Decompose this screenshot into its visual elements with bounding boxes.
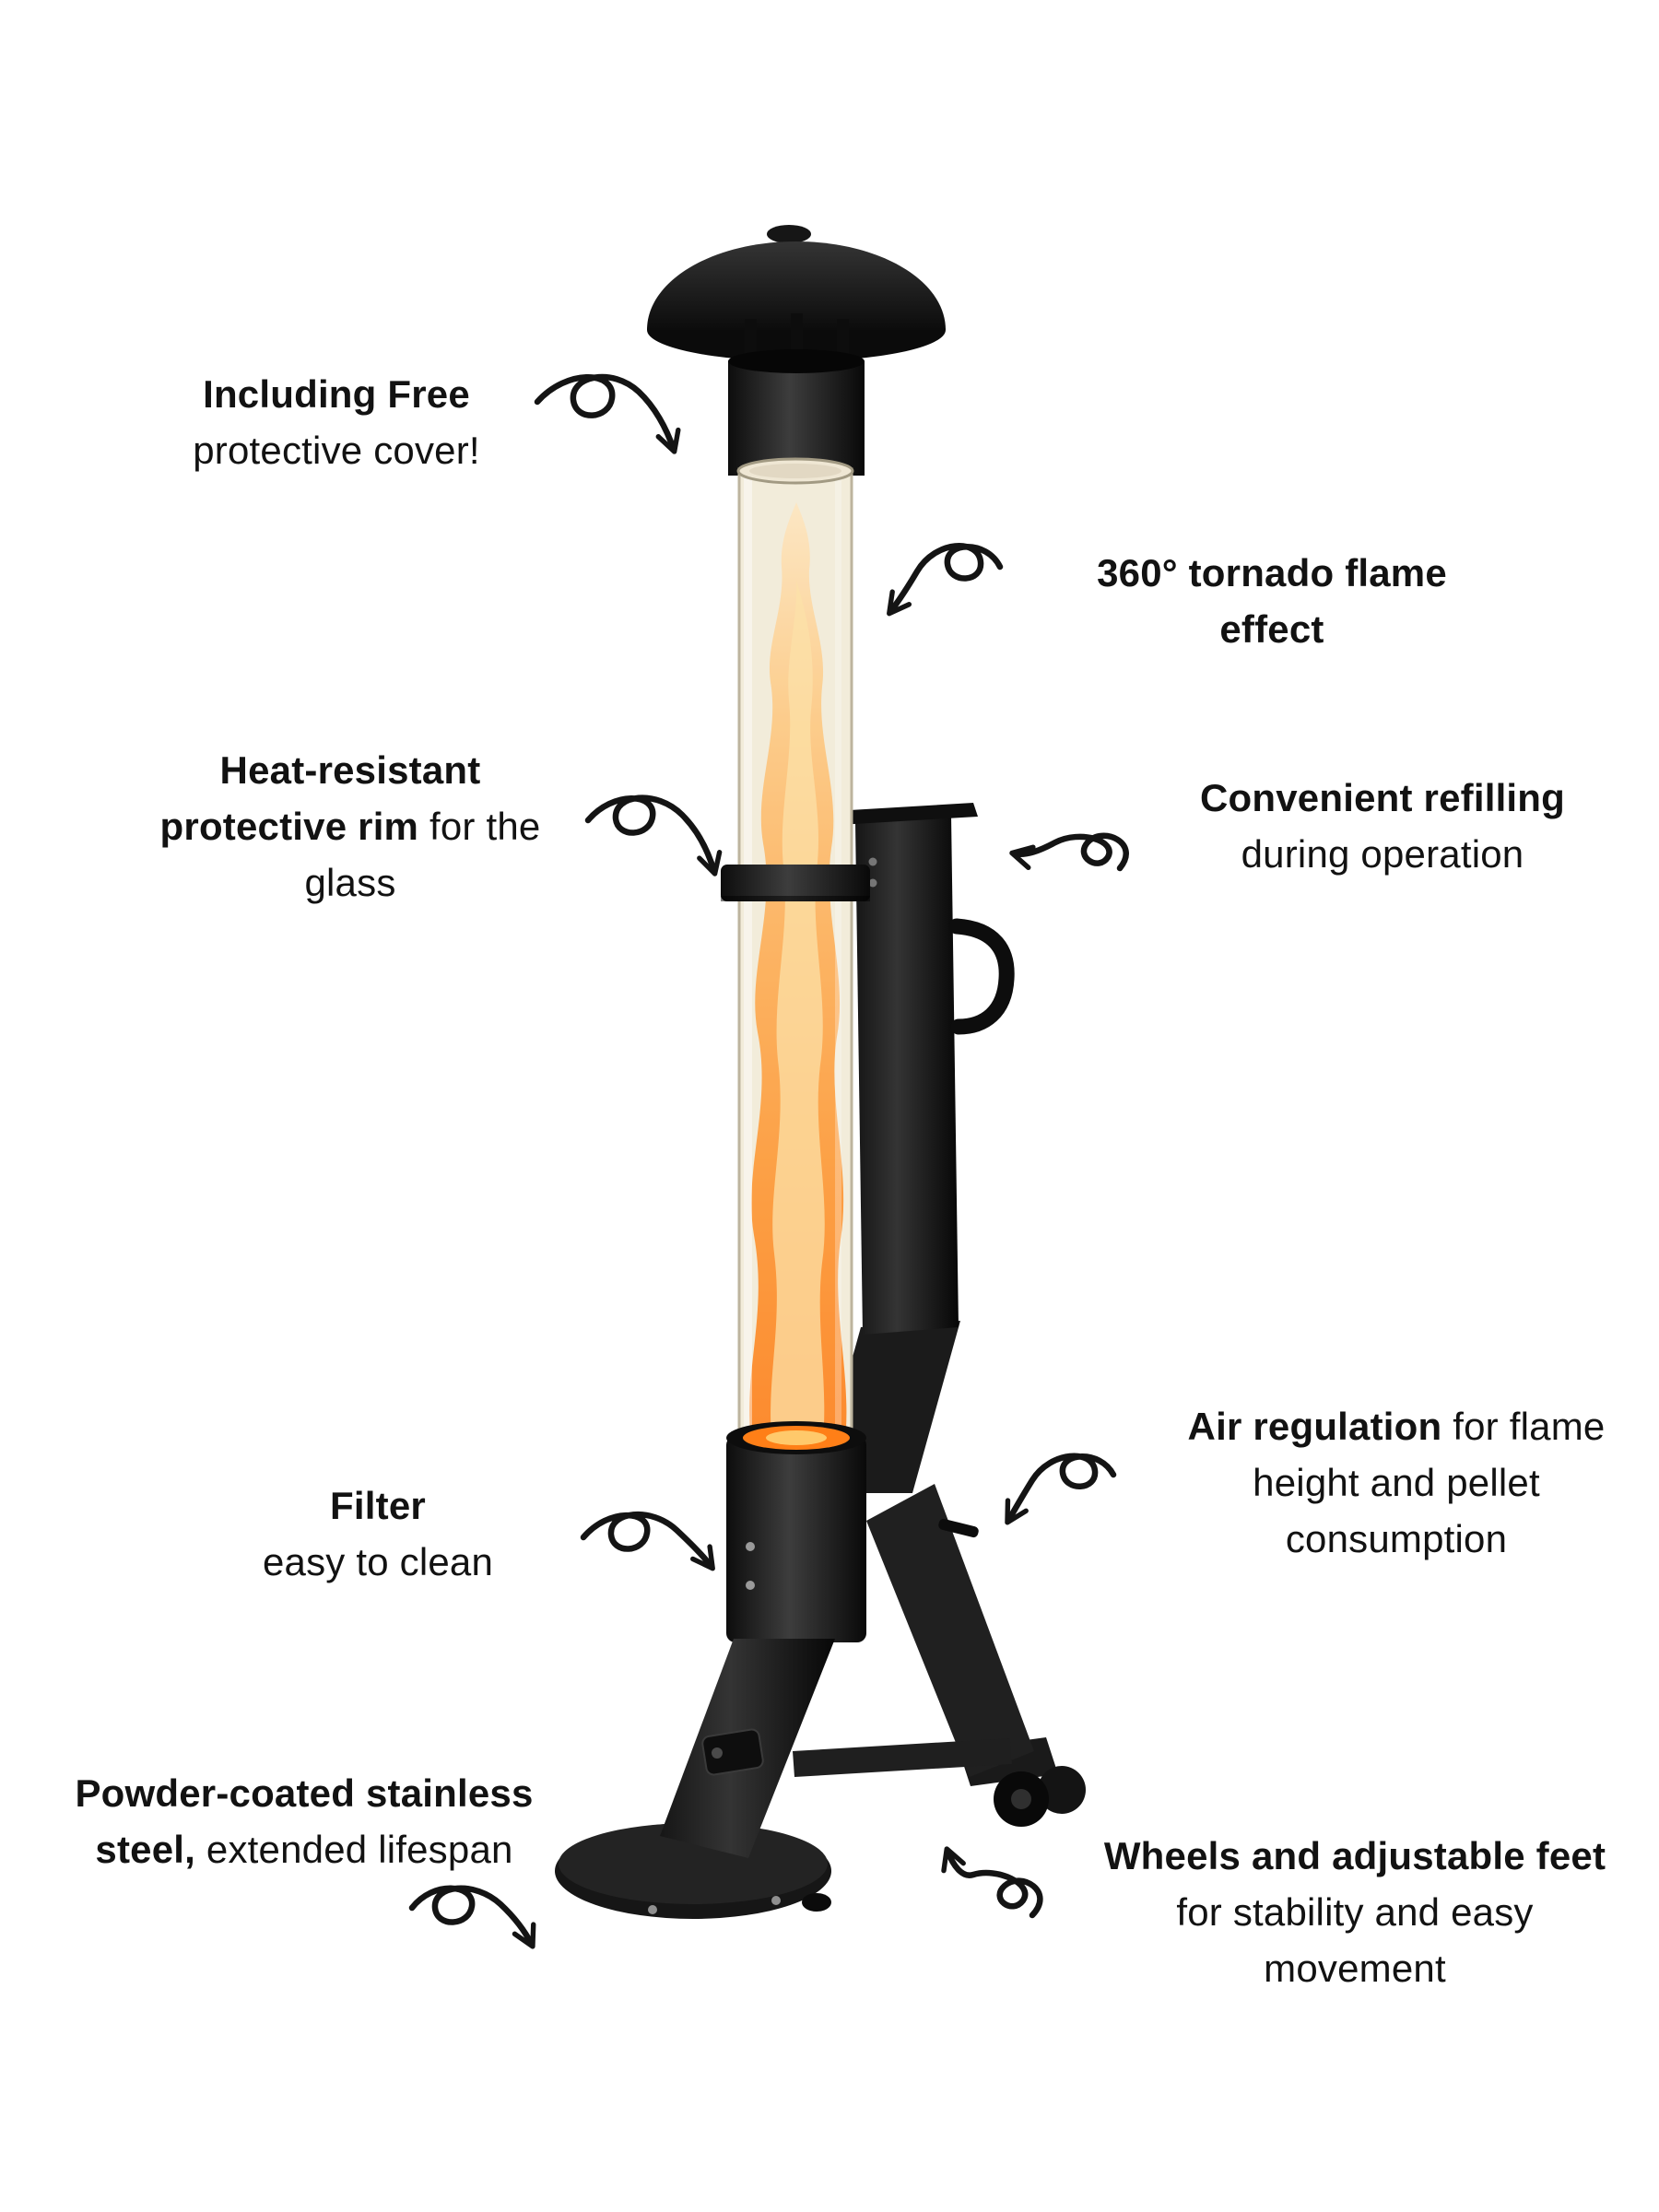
curly-arrow-cover-icon — [534, 373, 681, 454]
heater-cap — [647, 241, 946, 330]
callout-arrows — [408, 373, 1129, 1949]
hopper-column — [855, 815, 959, 1335]
pot-screw — [746, 1542, 755, 1551]
heater-top — [647, 225, 946, 476]
tube-flame-core — [771, 581, 825, 1449]
mid-rim-ring — [721, 865, 870, 901]
callout-filter-text: easy to clean — [262, 1539, 494, 1583]
callout-rim-text2: glass — [304, 860, 396, 904]
fire-pot-body — [726, 1436, 866, 1642]
glass-highlight — [835, 477, 841, 1450]
callout-tornado-title: 360° tornado flame — [1097, 551, 1447, 594]
pellet-hopper — [834, 803, 1015, 1335]
curly-arrow-steel-icon — [408, 1885, 536, 1949]
mid-rim-shadow — [721, 896, 870, 901]
callout-air-regulation: Air regulation for flame height and pell… — [1152, 1399, 1641, 1568]
callout-refilling: Convenient refilling during operation — [1143, 771, 1622, 883]
fire-pot-glow-core — [766, 1430, 827, 1445]
curly-arrow-filter-icon — [580, 1511, 715, 1571]
access-door — [701, 1728, 764, 1776]
callout-tornado-flame: 360° tornado flame effect — [1032, 546, 1512, 658]
hopper-screw — [868, 878, 877, 888]
hopper-handle — [948, 918, 1015, 1035]
glass-highlight — [744, 477, 752, 1450]
glass-tube — [736, 457, 854, 1460]
callout-refilling-text: during operation — [1241, 831, 1524, 876]
collar-top-rim — [728, 349, 865, 373]
callout-air-title: Air regulation for flame — [1187, 1405, 1606, 1448]
callout-rim-text: protective rim for the — [159, 804, 541, 848]
callout-tornado-title2: effect — [1219, 606, 1324, 651]
callout-protective-rim: Heat-resistant protective rim for the gl… — [120, 743, 581, 912]
callout-filter: Filter easy to clean — [184, 1478, 571, 1591]
air-regulation-lever — [938, 1518, 979, 1538]
callout-wheels-title: Wheels and adjustable feet — [1103, 1834, 1606, 1877]
fire-pot — [726, 1421, 866, 1642]
callout-free-cover-title: Including Free — [203, 372, 470, 416]
door-knob — [712, 1747, 723, 1759]
protective-rim — [721, 865, 870, 901]
curly-arrow-wheels-icon — [941, 1846, 1043, 1919]
callout-wheels-text2: movement — [1264, 1946, 1446, 1990]
rear-leg — [866, 1484, 1034, 1777]
callout-air-text: height and pellet — [1253, 1460, 1540, 1504]
curly-arrow-rim-icon — [584, 794, 723, 877]
callout-steel-text: steel, extended lifespan — [95, 1827, 513, 1871]
callout-free-cover-text: protective cover! — [193, 428, 480, 472]
callout-filter-title: Filter — [330, 1484, 426, 1527]
wheel-hub — [1011, 1789, 1031, 1809]
callout-wheels-feet: Wheels and adjustable feet for stability… — [1078, 1829, 1631, 1997]
curly-arrow-air-icon — [1005, 1453, 1117, 1525]
curly-arrow-refill-icon — [1009, 832, 1129, 872]
support-strut — [793, 1738, 1012, 1777]
callout-wheels-text: for stability and easy — [1176, 1889, 1534, 1934]
base-plate-top — [559, 1823, 828, 1904]
rear-wheel-icon — [1038, 1766, 1086, 1814]
hopper-lid — [834, 803, 978, 825]
callout-free-cover: Including Free protective cover! — [129, 367, 544, 479]
base-assembly — [555, 1639, 835, 1919]
plate-screw — [771, 1896, 781, 1905]
callout-refilling-title: Convenient refilling — [1199, 776, 1566, 819]
curly-arrow-tornado-icon — [887, 543, 1004, 617]
callout-air-text2: consumption — [1285, 1516, 1508, 1560]
hopper-screw — [868, 857, 877, 866]
pot-screw — [746, 1581, 755, 1590]
plate-screw — [648, 1905, 657, 1914]
callout-steel-title: Powder-coated stainless — [75, 1771, 534, 1815]
glass-top-inner — [749, 464, 841, 478]
adjustable-foot — [802, 1893, 831, 1912]
cap-top-knob — [767, 225, 811, 243]
glass-tint — [739, 469, 852, 1458]
burner-collar — [728, 361, 865, 476]
callout-stainless-steel: Powder-coated stainless steel, extended … — [37, 1766, 571, 1878]
callout-rim-title: Heat-resistant — [219, 748, 481, 792]
